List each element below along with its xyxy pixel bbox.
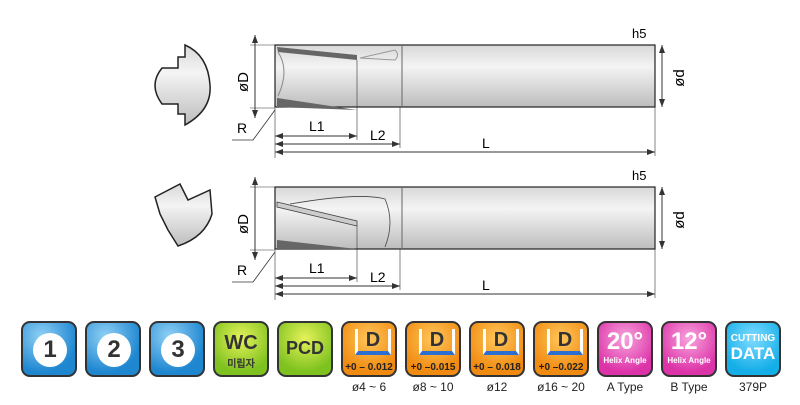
helix-angle-20-icon: 20° Helix Angle [597,321,653,377]
flute-1-icon: 1 [21,321,77,377]
caption-b-type: B Type [670,380,708,394]
tolerance-icon-8-10: D+0 –0.015 [405,321,461,377]
length-L-label: L [482,135,490,151]
caption-a-type: A Type [606,380,644,394]
length-L-label: L [482,277,490,293]
flute-3-icon: 3 [149,321,205,377]
technical-drawing: øD ød h5 R L1 L2 L øD ød h5 R L1 L2 L [154,26,688,300]
tool-b-three-flute: øD ød h5 R L1 L2 L [154,168,688,300]
caption-d4-6: ø4 ~ 6 [351,380,387,394]
tool-a-two-flute: øD ød h5 R L1 L2 L [154,26,688,158]
length-L1-label: L1 [309,118,325,134]
wc-material-icon: WC 미립자 [213,321,269,377]
shank-diameter-label: ød [671,211,688,229]
shank-diameter-label: ød [671,69,688,87]
caption-d16-20: ø16 ~ 20 [537,380,585,394]
cutting-data-button[interactable]: CUTTING DATA [725,321,781,377]
helix-angle-12-icon: 12° Helix Angle [661,321,717,377]
length-L2-label: L2 [370,127,386,143]
diameter-D-label: øD [235,72,252,92]
diameter-D-label: øD [235,214,252,234]
caption-d12: ø12 [486,380,508,394]
radius-label: R [237,262,247,278]
tolerance-icon-12: D+0 – 0.018 [469,321,525,377]
tolerance-icon-4-6: D+0 – 0.012 [341,321,397,377]
radius-label: R [237,120,247,136]
caption-379p[interactable]: 379P [738,380,768,394]
tolerance-h5-label: h5 [632,168,646,183]
length-L2-label: L2 [370,269,386,285]
pcd-material-icon: PCD [277,321,333,377]
tolerance-h5-label: h5 [632,26,646,41]
end-view-3-flute [154,182,213,247]
tolerance-icon-16-20: D+0 –0.022 [533,321,589,377]
length-L1-label: L1 [309,260,325,276]
caption-d8-10: ø8 ~ 10 [412,380,454,394]
end-view-2-flute [154,43,211,127]
flute-2-icon: 2 [85,321,141,377]
